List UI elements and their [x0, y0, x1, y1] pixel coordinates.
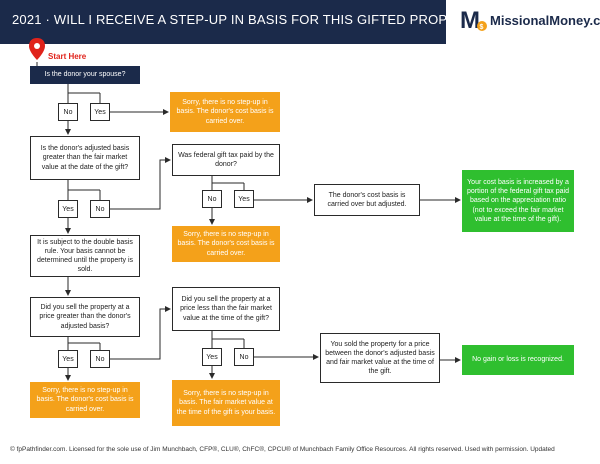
outcome-sold-between: You sold the property for a price betwee…	[320, 333, 440, 383]
outcome-basis-increased: Your cost basis is increased by a portio…	[462, 170, 574, 232]
header-bar: 2021 · WILL I RECEIVE A STEP-UP IN BASIS…	[0, 0, 490, 44]
gift-no: No	[202, 190, 222, 208]
double-basis-rule: It is subject to the double basis rule. …	[30, 235, 140, 277]
outcome-basis-carried-adjusted: The donor's cost basis is carried over b…	[314, 184, 420, 216]
question-spouse: Is the donor your spouse?	[30, 66, 140, 84]
basis-yes: Yes	[58, 200, 78, 218]
outcome-spouse-no-stepup: Sorry, there is no step-up in basis. The…	[170, 92, 280, 132]
start-label: Start Here	[48, 52, 87, 61]
spouse-no: No	[58, 103, 78, 121]
outcome-no-gain-loss: No gain or loss is recognized.	[462, 345, 574, 375]
footer-license: © fpPathfinder.com. Licensed for the sol…	[10, 446, 555, 453]
outcome-gift-no-stepup: Sorry, there is no step-up in basis. The…	[172, 226, 280, 262]
question-gift-tax: Was federal gift tax paid by the donor?	[172, 144, 280, 176]
logo-icon: M $	[460, 7, 487, 34]
outcome-sold-less-fmv: Sorry, there is no step-up in basis. The…	[172, 380, 280, 426]
page-title: 2021 · WILL I RECEIVE A STEP-UP IN BASIS…	[12, 12, 490, 27]
question-basis-greater: Is the donor's adjusted basis greater th…	[30, 136, 140, 180]
question-sold-greater: Did you sell the property at a price gre…	[30, 297, 140, 337]
outcome-sold-greater-no-stepup: Sorry, there is no step-up in basis. The…	[30, 382, 140, 418]
logo-text: MissionalMoney.com	[490, 13, 600, 28]
sold-greater-yes: Yes	[58, 350, 78, 368]
sold-less-yes: Yes	[202, 348, 222, 366]
svg-text:$: $	[480, 24, 484, 31]
sold-greater-no: No	[90, 350, 110, 368]
basis-no: No	[90, 200, 110, 218]
question-sold-less: Did you sell the property at a price les…	[172, 287, 280, 331]
svg-text:M: M	[460, 7, 480, 34]
location-pin-icon	[29, 38, 45, 60]
logo: M $ MissionalMoney.com	[458, 4, 600, 34]
spouse-yes: Yes	[90, 103, 110, 121]
gift-yes: Yes	[234, 190, 254, 208]
sold-less-no: No	[234, 348, 254, 366]
